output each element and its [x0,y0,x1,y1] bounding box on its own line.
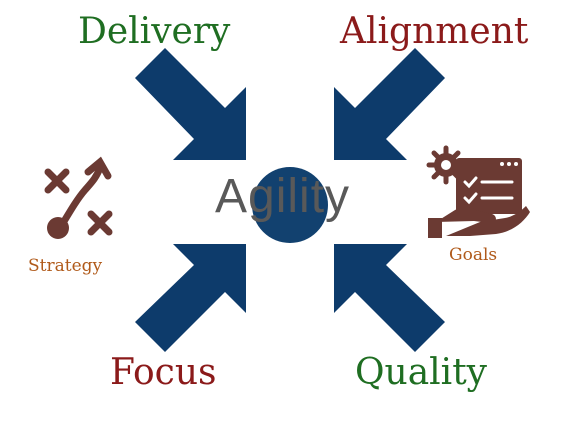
arrow-top-right [334,48,445,160]
center-circle [252,167,328,243]
goals-gear-checklist-icon [426,145,530,238]
center-agility-label: Agility [215,170,351,223]
goals-label: Goals [449,245,498,265]
delivery-label: Delivery [78,11,231,52]
alignment-label: Alignment [340,11,529,52]
arrows [135,48,445,352]
arrow-top-left [135,48,246,160]
strategy-label: Strategy [28,256,103,276]
focus-label: Focus [110,352,217,393]
quality-label: Quality [355,352,487,393]
arrow-bottom-left [135,244,246,352]
arrow-bottom-right [334,244,445,352]
strategy-play-icon [44,156,113,239]
